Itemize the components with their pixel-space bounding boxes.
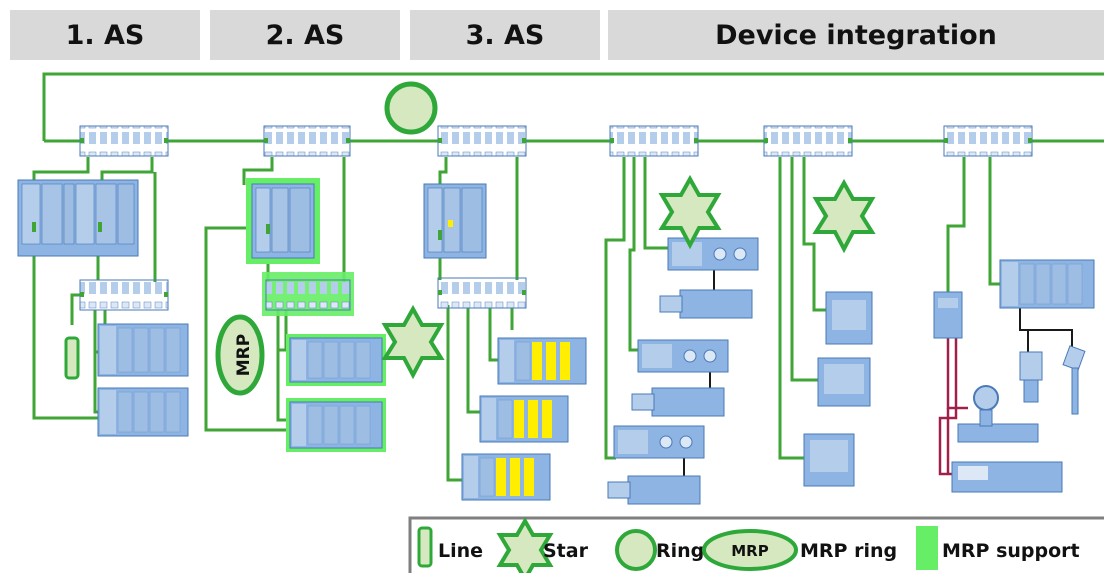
drive-3 (613, 425, 705, 459)
field-instruments (951, 345, 1086, 493)
legend-mrp-ring-label: MRP ring (800, 540, 897, 562)
gateway-module (933, 291, 963, 339)
panel-3 (803, 433, 855, 487)
as3-link-a (438, 157, 448, 190)
ring-top-line (42, 72, 1104, 141)
header-as3-label: 3. AS (465, 19, 545, 51)
motor-3 (607, 475, 701, 505)
drive-1 (667, 237, 759, 271)
as3-link-e (466, 305, 484, 414)
controller-as2 (246, 178, 320, 264)
pressure-transmitter (1019, 351, 1043, 403)
ring-icon (384, 81, 438, 135)
panel-1 (825, 291, 873, 345)
controller-as1 (17, 179, 139, 257)
di5-link-a (778, 157, 804, 460)
switch-as2-top (263, 125, 351, 157)
legend-mrp-badge-text: MRP (731, 542, 768, 560)
header-as2: 2. AS (210, 10, 400, 60)
di6-link-b (988, 157, 1000, 286)
line-icon (64, 336, 80, 380)
legend-ring-icon (615, 529, 657, 571)
header-as3: 3. AS (410, 10, 600, 60)
switches (79, 125, 1033, 316)
switch-as3-top (437, 125, 527, 157)
drives (607, 237, 759, 505)
fieldbus-a (946, 338, 968, 410)
di4-link-b (628, 157, 640, 352)
switch-as2-lower (262, 272, 354, 316)
fieldbus-b (938, 338, 958, 476)
controller-as3 (423, 183, 487, 259)
panel-2 (817, 357, 871, 407)
header-device-integration-label: Device integration (715, 19, 997, 51)
as3-link-f (488, 305, 500, 362)
star-icon-di-1 (658, 174, 722, 250)
switch-as3-lower (437, 277, 527, 309)
mrp-ring-icon (215, 314, 265, 396)
di5-link-b (790, 157, 818, 382)
as1-link-d (32, 230, 100, 420)
legend-mrp-support-icon (916, 526, 938, 570)
io-as2-1 (286, 334, 386, 386)
flowmeter-instrument (957, 385, 1039, 443)
switch-di-3 (943, 125, 1033, 157)
io-as3-2 (479, 395, 569, 443)
io-di-1 (999, 259, 1095, 309)
topology-shapes (64, 81, 876, 396)
legend-mrp-icon (702, 529, 798, 571)
io-as1-2 (97, 387, 189, 437)
header-device-integration: Device integration (608, 10, 1104, 60)
star-icon-as3 (381, 304, 445, 380)
di5-link-c (802, 157, 826, 312)
legend: Line Star Ring MRP MRP ring MRP support (408, 516, 1104, 573)
di4-link-c (643, 157, 668, 250)
legend-line-icon (417, 526, 433, 568)
header-as1: 1. AS (10, 10, 200, 60)
controllers (17, 178, 487, 264)
fieldbus-links (938, 338, 968, 476)
di4-link-a (604, 157, 626, 460)
motor-2 (631, 387, 725, 417)
switch-as1-top (79, 125, 169, 157)
di6-link-a (946, 157, 966, 292)
header-as1-label: 1. AS (65, 19, 145, 51)
as1-link-e (70, 293, 80, 325)
io-as2-2 (286, 398, 386, 452)
io-as1-1 (97, 323, 189, 377)
legend-border (408, 516, 1104, 573)
legend-ring-label: Ring (656, 540, 704, 562)
temperature-sensor (1062, 345, 1086, 415)
motor-1 (659, 289, 753, 319)
switch-di-1 (609, 125, 699, 157)
switch-di-2 (763, 125, 853, 157)
legend-mrp-support-label: MRP support (942, 540, 1080, 562)
legend-star-icon (496, 516, 554, 573)
drive-2 (637, 339, 729, 373)
io-as3-3 (461, 453, 551, 501)
pa-cable-2 (1020, 329, 1073, 352)
analyzer-device (951, 461, 1063, 493)
legend-star-label: Star (543, 540, 589, 562)
legend-line-label: Line (438, 540, 483, 562)
io-as3-1 (497, 337, 587, 385)
mrp-ring-label: MRP (234, 334, 254, 376)
header-as2-label: 2. AS (265, 19, 345, 51)
as2-link-a (242, 157, 274, 185)
star-icon-di-2 (812, 178, 876, 254)
switch-as1-lower (79, 279, 169, 311)
io-stations (97, 259, 1095, 501)
as3-link-d (446, 305, 466, 482)
panels (803, 291, 963, 487)
as2-link-c (204, 226, 290, 432)
